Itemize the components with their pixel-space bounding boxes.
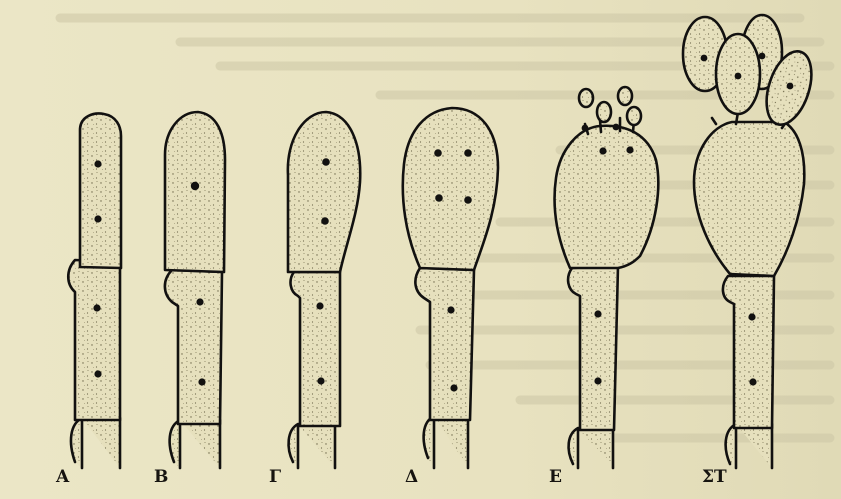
- stage-d-nucleus: [464, 196, 472, 204]
- stage-d-nucleus: [464, 149, 472, 157]
- stage-e-nucleus: [594, 310, 601, 317]
- stage-f-nucleus: [749, 378, 756, 385]
- stage-b-nucleus: [196, 298, 203, 305]
- stage-b-nucleus: [191, 182, 199, 190]
- stage-f-spore-nucleus: [701, 55, 708, 62]
- stage-d-terminal-cell: [403, 108, 498, 270]
- stage-e-nucleus: [594, 377, 601, 384]
- stage-b-nucleus: [198, 378, 205, 385]
- stage-f-spore-nucleus: [787, 83, 794, 90]
- stage-e-nucleus: [582, 125, 589, 132]
- stage-e-nucleus: [599, 147, 606, 154]
- stage-e-spore: [618, 87, 632, 105]
- stage-c-nucleus: [321, 217, 329, 225]
- stage-label-e: Ε: [549, 467, 562, 487]
- stage-e-spore: [597, 102, 611, 122]
- stage-label-a: Α: [55, 467, 70, 487]
- stage-label-b: Β: [154, 467, 168, 487]
- stage-a-terminal-cell: [80, 114, 121, 268]
- stage-c-nucleus: [316, 302, 323, 309]
- stage-label-c: Γ: [269, 467, 281, 487]
- stage-a-nucleus: [94, 215, 101, 222]
- stage-a-middle-cell: [68, 260, 120, 420]
- stage-label-f: ΣΤ: [702, 467, 727, 487]
- stage-a-nucleus: [94, 370, 101, 377]
- stage-d-nucleus: [434, 149, 442, 157]
- stage-c-nucleus: [317, 377, 324, 384]
- stage-d-nucleus: [447, 306, 454, 313]
- stage-e-nucleus: [613, 124, 620, 131]
- stage-e-spore: [579, 89, 593, 107]
- stage-c-nucleus: [322, 158, 330, 166]
- stage-d-nucleus: [435, 194, 443, 202]
- stage-f-spore-nucleus: [735, 73, 742, 80]
- stage-f-nucleus: [748, 313, 755, 320]
- stage-d-nucleus: [450, 384, 457, 391]
- stage-a-nucleus: [93, 304, 100, 311]
- stage-e-spore: [627, 107, 641, 125]
- stage-label-d: Δ: [405, 467, 418, 487]
- stage-e-nucleus: [626, 146, 633, 153]
- stage-e-terminal-cell: [555, 126, 659, 268]
- stage-b-terminal-cell: [165, 112, 225, 272]
- stage-f-spore-nucleus: [759, 53, 766, 60]
- stage-a-nucleus: [94, 160, 101, 167]
